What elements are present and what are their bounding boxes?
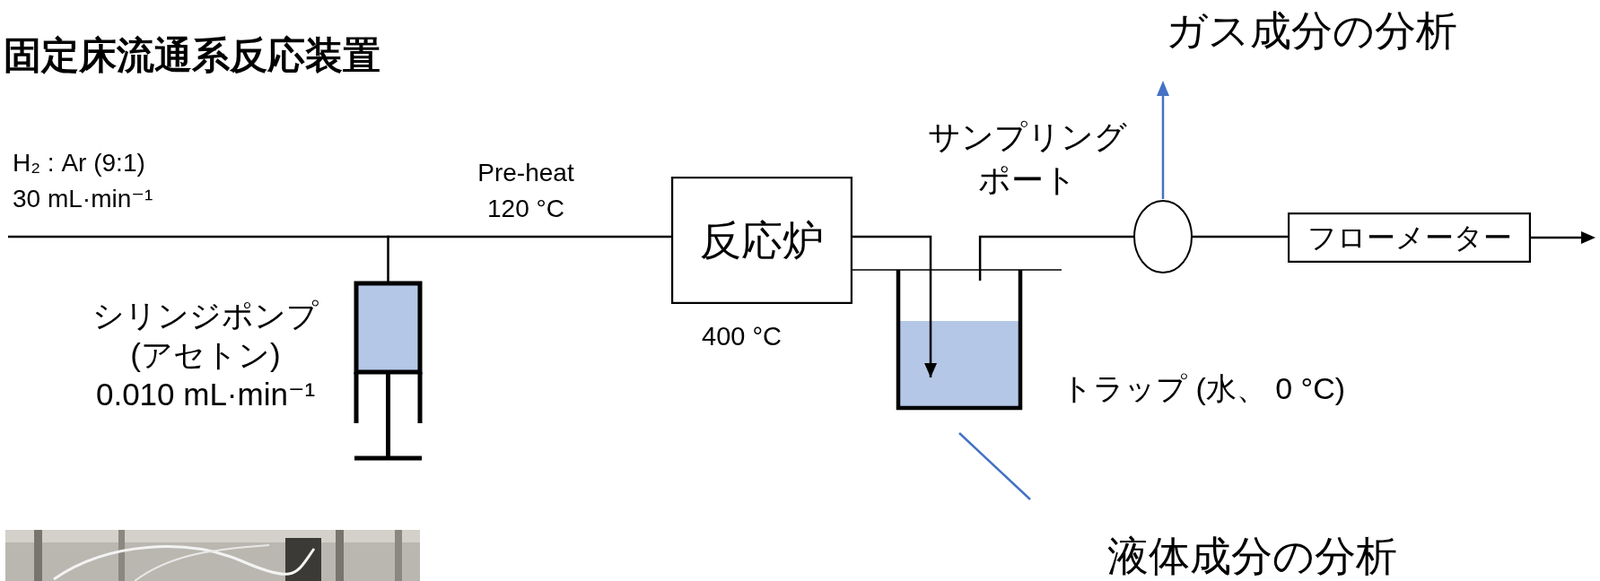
trap-lid (852, 269, 1062, 272)
node-outline (1133, 200, 1193, 274)
flowmeter-box: フローメーター (1287, 212, 1531, 263)
trap-vessel (898, 270, 1021, 409)
node-label: フローメーター (1307, 219, 1513, 256)
pipe-connector (388, 236, 673, 284)
exhaust-line (1530, 236, 1583, 240)
gas-feed-line (8, 236, 390, 239)
annotation-label: 液体成分の分析 (1107, 533, 1398, 580)
sampling-port: サンプリング ポート (1133, 200, 1193, 274)
annotation-label: H₂ : Ar (9:1) 30 mL·min⁻¹ (12, 145, 153, 218)
pipe-connector (979, 236, 1134, 281)
photo-wall (5, 530, 420, 543)
box-border (1288, 213, 1531, 263)
diagram-title: 固定床流通系反応装置 (3, 33, 381, 79)
pipe-line (1192, 236, 1288, 239)
node-label: サンプリング ポート (927, 115, 1128, 202)
photo-post (118, 530, 125, 581)
gas-analysis-arrowhead (1156, 80, 1170, 97)
trap-water (898, 321, 1021, 409)
syringe-barrel (356, 283, 420, 373)
syringe-plunger (354, 372, 422, 459)
port-circle (1134, 201, 1192, 273)
photo-post (394, 530, 403, 581)
gas-analysis-arrow (1162, 95, 1165, 200)
annotation-label: Pre-heat 120 °C (458, 155, 594, 228)
node-outline (898, 270, 1021, 409)
photo-tube (53, 547, 315, 580)
cold-trap: トラップ (水、 0 °C) (898, 270, 1021, 409)
apparatus-photo (5, 530, 420, 581)
node-outline (356, 283, 420, 460)
reactor-box: 反応炉400 °C (671, 176, 853, 305)
annotation-label: ガス成分の分析 (1165, 7, 1458, 54)
syringe-pump: シリンジポンプ (アセトン) 0.010 mL·min⁻¹ (356, 283, 420, 460)
photo-tube (134, 545, 270, 581)
node-label: 反応炉 (699, 216, 824, 265)
node-label: シリンジポンプ (アセトン) 0.010 mL·min⁻¹ (92, 296, 319, 415)
node-label: 400 °C (701, 318, 782, 355)
photo-ground (5, 530, 420, 581)
box-border (672, 177, 852, 304)
photo-post (335, 530, 344, 581)
node-label: トラップ (水、 0 °C) (1061, 370, 1346, 407)
pipe-line (388, 236, 673, 284)
pipe-line (979, 236, 1134, 281)
liquid-analysis-line (959, 433, 1031, 500)
photo-post (34, 530, 43, 581)
pipe-connector (1192, 236, 1288, 238)
exhaust-arrowhead (1581, 231, 1596, 245)
